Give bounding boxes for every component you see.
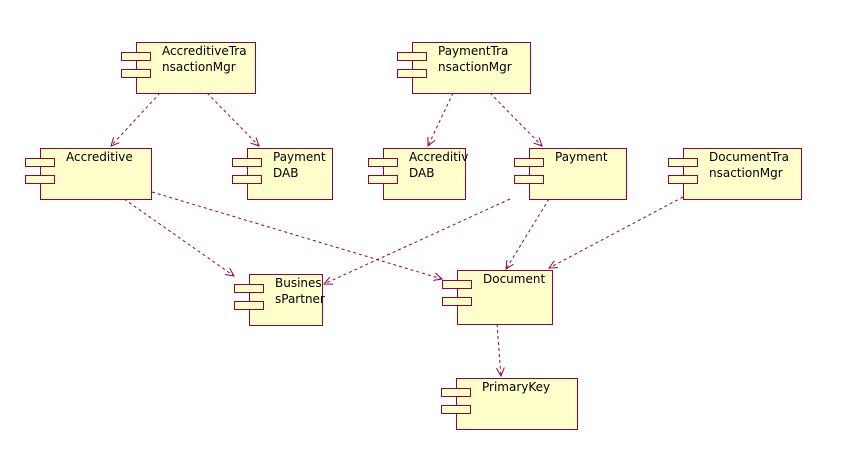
dependency-arrow-document-transaction-mgr-to-document[interactable]	[547, 196, 684, 269]
component-label: DAB	[273, 166, 299, 180]
component-label: Accreditive	[66, 150, 133, 164]
arrowhead-icon	[505, 259, 514, 270]
dependency-arrow-payment-transaction-mgr-to-payment[interactable]	[489, 92, 543, 147]
component-payment[interactable]	[529, 148, 627, 200]
dependency-line	[123, 198, 235, 277]
component-label: nsactionMgr	[709, 166, 783, 180]
arrowhead-icon	[547, 260, 559, 269]
dependency-line	[427, 92, 454, 147]
component-label: DocumentTra	[709, 150, 790, 164]
component-document-transaction-mgr[interactable]	[683, 148, 802, 200]
component-label: Accreditiv	[409, 150, 469, 164]
component-document[interactable]	[457, 270, 553, 325]
component-tab-icon	[668, 158, 698, 167]
component-label: Document	[483, 272, 546, 286]
component-label: PrimaryKey	[482, 380, 551, 394]
component-tab-icon	[397, 52, 427, 61]
component-label: Payment	[273, 150, 326, 164]
dependency-line	[110, 92, 161, 147]
component-tab-icon	[514, 175, 544, 184]
arrowhead-icon	[250, 137, 260, 147]
component-label: sPartner	[275, 292, 325, 306]
component-tab-icon	[368, 158, 398, 167]
dependency-line	[505, 198, 550, 270]
component-tab-icon	[232, 158, 262, 167]
component-accreditive-transaction-mgr[interactable]	[136, 42, 256, 94]
component-tab-icon	[234, 284, 264, 293]
component-tab-icon	[368, 175, 398, 184]
component-tab-icon	[234, 301, 264, 310]
dependency-line	[206, 92, 260, 147]
component-payment-transaction-mgr[interactable]	[412, 42, 531, 94]
component-tab-icon	[442, 280, 472, 289]
dependency-line	[323, 198, 511, 285]
arrowhead-icon	[533, 137, 543, 147]
component-tab-icon	[25, 175, 55, 184]
component-tab-icon	[25, 158, 55, 167]
dependency-arrow-payment-transaction-mgr-to-accreditiv-dab[interactable]	[427, 92, 454, 148]
arrowhead-icon	[225, 267, 235, 277]
arrowhead-icon	[496, 367, 505, 378]
component-accreditiv-dab[interactable]	[383, 148, 466, 200]
dependency-arrow-accreditive-to-document[interactable]	[151, 191, 444, 281]
component-label: AccreditiveTra	[162, 44, 247, 58]
component-tab-icon	[668, 175, 698, 184]
component-tab-icon	[121, 69, 151, 78]
component-label: Payment	[555, 150, 608, 164]
dependency-arrow-document-to-primary-key[interactable]	[496, 323, 505, 378]
component-tab-icon	[441, 388, 471, 397]
dependency-arrow-payment-to-document[interactable]	[505, 198, 550, 270]
dependency-arrow-accreditive-transaction-mgr-to-accreditive[interactable]	[110, 92, 161, 147]
component-business-partner[interactable]	[249, 274, 323, 326]
component-label: DAB	[409, 166, 435, 180]
component-payment-dab[interactable]	[247, 148, 333, 200]
arrowhead-icon	[110, 137, 120, 147]
dependency-arrow-payment-to-business-partner[interactable]	[322, 198, 511, 285]
component-tab-icon	[514, 158, 544, 167]
dependency-arrow-accreditive-transaction-mgr-to-payment-dab[interactable]	[206, 92, 260, 147]
component-tab-icon	[442, 297, 472, 306]
dependency-arrow-accreditive-to-business-partner[interactable]	[123, 198, 235, 277]
component-label: nsactionMgr	[438, 60, 512, 74]
dependency-line	[496, 323, 502, 377]
component-tab-icon	[121, 52, 151, 61]
dependency-line	[489, 92, 543, 147]
component-label: PaymentTra	[438, 44, 509, 58]
component-primary-key[interactable]	[456, 378, 578, 430]
component-tab-icon	[232, 175, 262, 184]
component-tab-icon	[441, 405, 471, 414]
arrowhead-icon	[322, 276, 334, 285]
dependency-line	[151, 191, 443, 280]
arrowhead-icon	[433, 272, 444, 281]
dependency-line	[548, 196, 684, 269]
component-accreditive[interactable]	[40, 148, 152, 200]
component-label: Busines	[275, 276, 322, 290]
component-label: nsactionMgr	[162, 60, 236, 74]
arrowhead-icon	[427, 136, 436, 148]
component-tab-icon	[397, 69, 427, 78]
